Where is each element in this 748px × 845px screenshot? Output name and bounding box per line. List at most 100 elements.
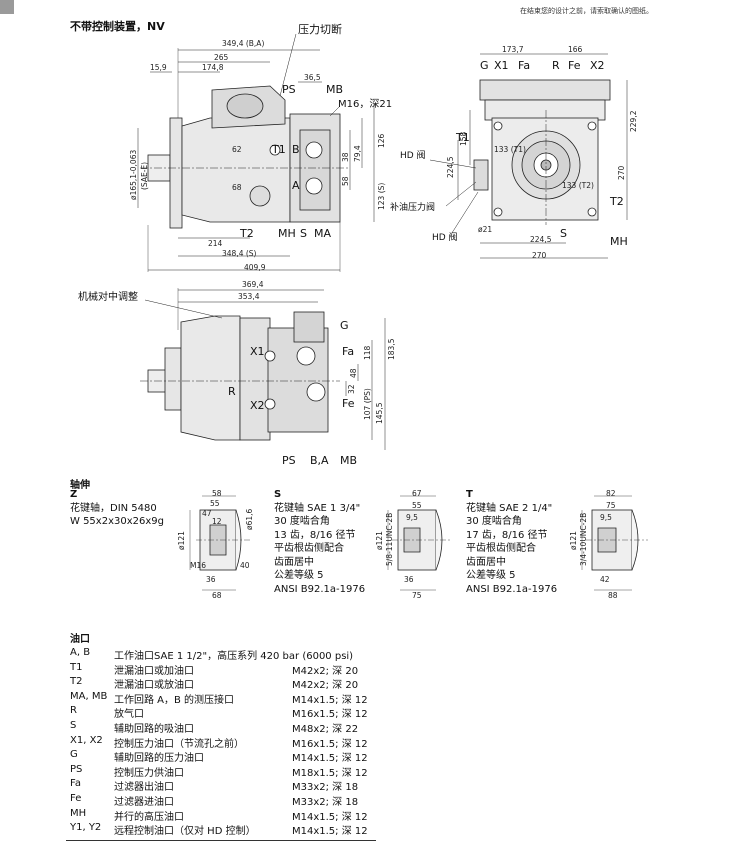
port-code: T1	[70, 661, 83, 673]
port-label-g-front: G	[480, 59, 489, 72]
port-spec: M33x2; 深 18	[292, 782, 359, 794]
dim-48: 48	[349, 368, 358, 378]
port-spec: M16x1.5; 深 12	[292, 709, 368, 721]
port-label-mh-front: MH	[610, 235, 628, 248]
port-spec: M14x1.5; 深 12	[292, 826, 368, 838]
port-label-g-top: G	[340, 319, 349, 332]
port-desc: 放气口	[114, 709, 144, 721]
shaft-t-line-5: 齿面居中	[466, 556, 506, 568]
dim-369-4: 369,4	[242, 280, 264, 289]
shaft-s-line-1: 花键轴 SAE 1 3/4"	[274, 502, 361, 514]
dim-229-2: 229,2	[629, 110, 638, 132]
port-label-t2: T2	[240, 227, 254, 240]
shaft-detail-t	[581, 495, 648, 591]
z-dim-phi121: ø121	[177, 531, 186, 550]
dim-224-5-v: 224,5	[446, 156, 455, 178]
port-code: PS	[70, 763, 83, 775]
z-dim-36: 36	[206, 575, 216, 584]
z-dim-m16: M16	[190, 561, 207, 570]
dim-58: 58	[341, 176, 350, 186]
port-spec: M14x1.5; 深 12	[292, 811, 368, 823]
shaft-s-line-6: 公差等级 5	[274, 570, 324, 581]
port-desc: 过滤器进油口	[114, 796, 174, 808]
port-desc: 泄漏油口或加油口	[114, 665, 194, 677]
port-desc: 工作回路 A，B 的测压接口	[114, 694, 235, 706]
dim-32: 32	[347, 384, 356, 394]
port-label-x2-front: X2	[590, 59, 605, 72]
port-label-s: S	[300, 227, 307, 240]
dim-270-h: 270	[532, 251, 547, 260]
port-label-b: B	[292, 143, 300, 156]
dim-353-4: 353,4	[238, 292, 260, 301]
shaft-code-t: T	[466, 489, 473, 500]
port-spec: M33x2; 深 18	[292, 796, 359, 808]
z-dim-40: 40	[240, 561, 250, 570]
shaft-t-line-4: 平齿根齿侧配合	[466, 543, 536, 554]
shaft-z-line-2: W 55x2x30x26x9g	[70, 516, 164, 527]
port-spec: M18x1.5; 深 12	[292, 767, 368, 779]
port-label-x1-front: X1	[494, 59, 509, 72]
port-code: X1, X2	[70, 734, 103, 746]
s-dim-phi121: ø121	[375, 531, 384, 550]
z-dim-58: 58	[212, 489, 222, 498]
port-label-fa-top: Fa	[342, 345, 355, 358]
label-charge-pressure-valve: 补油压力阀	[390, 203, 436, 213]
shaft-s-line-7: ANSI B92.1a-1976	[274, 583, 366, 595]
page-corner-marker	[0, 0, 14, 14]
port-desc: 泄漏油口或放油口	[114, 680, 194, 692]
z-dim-12: 12	[212, 517, 222, 526]
dim-68: 68	[232, 183, 242, 192]
pump-top-view	[140, 288, 386, 450]
port-code: MH	[70, 807, 87, 819]
port-label-ma: MA	[314, 227, 332, 240]
port-code: Y1, Y2	[70, 822, 102, 834]
shaft-s-line-5: 齿面居中	[274, 556, 314, 568]
port-label-ps: PS	[282, 83, 296, 96]
port-label-x1-top: X1	[250, 345, 265, 358]
t-dim-thread: 3/4-10UNC-2B	[579, 512, 588, 566]
shaft-t-block: T 花键轴 SAE 2 1/4" 30 度啮合角 17 齿，8/16 径节 平齿…	[466, 488, 557, 596]
s-dim-9-5: 9,5	[406, 513, 418, 522]
dim-126: 126	[377, 133, 386, 148]
port-desc: 控制压力油口（节流孔之前）	[114, 738, 244, 750]
shaft-z-line-1: 花键轴，DIN 5480	[70, 502, 157, 514]
dim-sae-e: (SAE-E)	[140, 161, 149, 190]
shaft-t-line-6: 公差等级 5	[466, 570, 516, 581]
port-label-fe-top: Fe	[342, 397, 355, 410]
thread-m16: M16，深21	[338, 99, 393, 110]
shaft-s-line-2: 30 度啮合角	[274, 516, 330, 527]
ports-title: 油口	[70, 634, 90, 645]
dim-diameter-165: ø165,1-0,063	[129, 149, 138, 200]
label-pressure-cutoff: 压力切断	[298, 23, 342, 36]
port-desc: 辅助回路的压力油口	[114, 753, 204, 765]
dim-173-7: 173,7	[502, 45, 524, 54]
dim-15-9: 15,9	[150, 63, 167, 72]
port-code: MA, MB	[70, 690, 108, 702]
s-dim-36: 36	[404, 575, 414, 584]
port-desc: 工作油口SAE 1 1/2"，高压系列 420 bar (6000 psi)	[114, 651, 354, 662]
port-label-t1-front: T1	[456, 131, 470, 144]
shaft-code-z: Z	[70, 489, 78, 500]
label-mechanical-centering: 机械对中调整	[78, 292, 138, 303]
shaft-s-line-4: 平齿根齿侧配合	[274, 543, 344, 554]
t-dim-9-5: 9,5	[600, 513, 612, 522]
z-dim-55: 55	[210, 499, 220, 508]
port-desc: 辅助回路的吸油口	[114, 723, 194, 735]
s-dim-thread: 5/8-11UNC-2B	[385, 512, 394, 566]
z-dim-47: 47	[202, 509, 212, 518]
dim-79-4: 79,4	[353, 145, 362, 162]
dim-62: 62	[232, 145, 242, 154]
dim-133-t2: 133 (T2)	[562, 181, 594, 190]
shaft-s-line-3: 13 齿，8/16 径节	[274, 529, 356, 541]
label-hd-valve-upper: HD 阀	[400, 151, 426, 161]
port-spec: M48x2; 深 22	[292, 723, 359, 735]
